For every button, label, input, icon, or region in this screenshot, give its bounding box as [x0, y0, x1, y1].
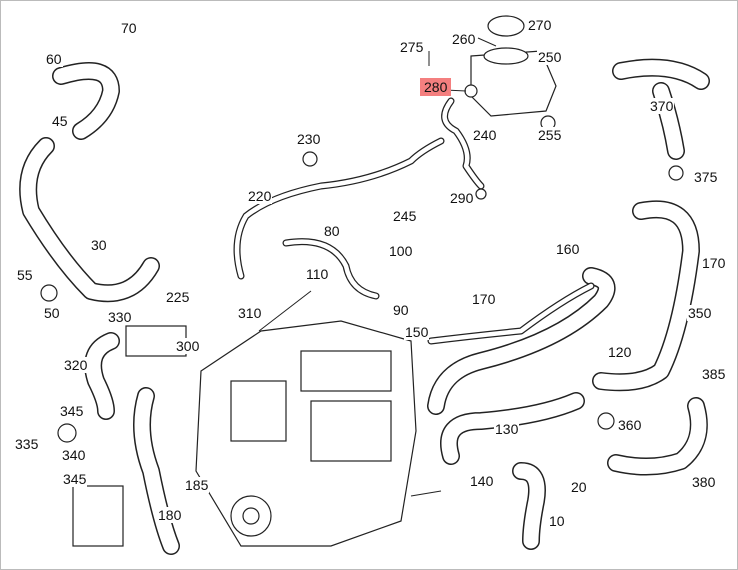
part-label-140: 140 — [469, 473, 495, 489]
part-label-90: 90 — [392, 302, 410, 318]
part-label-170: 170 — [701, 255, 727, 271]
part-label-335: 335 — [14, 436, 40, 452]
part-label-340: 340 — [61, 447, 87, 463]
part-label-60: 60 — [45, 51, 63, 67]
hose-10 — [512, 462, 546, 550]
part-label-185: 185 — [184, 477, 210, 493]
part-label-245: 245 — [392, 208, 418, 224]
clamp-360 — [597, 412, 615, 430]
part-label-330: 330 — [107, 309, 133, 325]
part-label-255: 255 — [537, 127, 563, 143]
part-label-20: 20 — [570, 479, 588, 495]
hose-130 — [440, 392, 585, 465]
part-label-370: 370 — [649, 98, 675, 114]
part-label-150: 150 — [404, 324, 430, 340]
part-label-310: 310 — [237, 305, 263, 321]
screw-290 — [475, 188, 487, 200]
part-label-110: 110 — [305, 266, 330, 282]
part-label-10: 10 — [548, 513, 566, 529]
hose-30 — [19, 137, 160, 303]
pipe-220 — [233, 137, 445, 280]
part-label-385: 385 — [701, 366, 727, 382]
part-label-50: 50 — [43, 305, 61, 321]
part-label-240: 240 — [472, 127, 498, 143]
part-label-350: 350 — [687, 305, 713, 321]
part-label-270: 270 — [527, 17, 553, 33]
part-label-290: 290 — [449, 190, 475, 206]
part-label-360: 360 — [617, 417, 643, 433]
water-pump-345 — [72, 485, 124, 547]
part-label-120: 120 — [607, 344, 633, 360]
part-label-180: 180 — [157, 507, 183, 523]
part-label-100: 100 — [388, 243, 414, 259]
part-label-280-highlighted[interactable]: 280 — [420, 78, 452, 96]
part-label-250: 250 — [537, 49, 563, 65]
part-label-225: 225 — [165, 289, 191, 305]
clamp-50 — [40, 284, 58, 302]
part-label-345b: 345 — [62, 471, 88, 487]
hose-60 — [52, 62, 120, 140]
part-label-45: 45 — [51, 113, 69, 129]
sensor-280 — [464, 84, 478, 98]
hose-380 — [607, 397, 708, 476]
pipe-170 — [427, 282, 595, 345]
hose-120 — [427, 267, 616, 415]
hose-350 — [592, 200, 700, 392]
part-label-30: 30 — [90, 237, 108, 253]
part-label-375: 375 — [693, 169, 719, 185]
pipe-80 — [282, 238, 380, 300]
part-label-230: 230 — [296, 131, 322, 147]
clamp-375 — [668, 165, 684, 181]
part-label-70: 70 — [120, 20, 138, 36]
part-label-260: 260 — [451, 31, 477, 47]
part-label-170b: 170 — [471, 291, 497, 307]
part-label-220: 220 — [247, 188, 273, 204]
part-label-345: 345 — [59, 403, 85, 419]
hose-180 — [133, 387, 180, 555]
seal-230 — [302, 151, 318, 167]
o-ring-345 — [57, 423, 77, 443]
engine-block — [195, 320, 417, 547]
hose-320 — [84, 332, 120, 420]
pipe-240 — [441, 97, 485, 190]
part-label-320: 320 — [63, 357, 89, 373]
part-label-80: 80 — [323, 223, 341, 239]
hose-370 — [612, 58, 710, 160]
part-label-380: 380 — [691, 474, 717, 490]
part-label-275: 275 — [399, 39, 425, 55]
part-label-55: 55 — [16, 267, 34, 283]
part-label-300: 300 — [175, 338, 201, 354]
part-label-160: 160 — [555, 241, 581, 257]
part-label-130: 130 — [494, 421, 520, 437]
